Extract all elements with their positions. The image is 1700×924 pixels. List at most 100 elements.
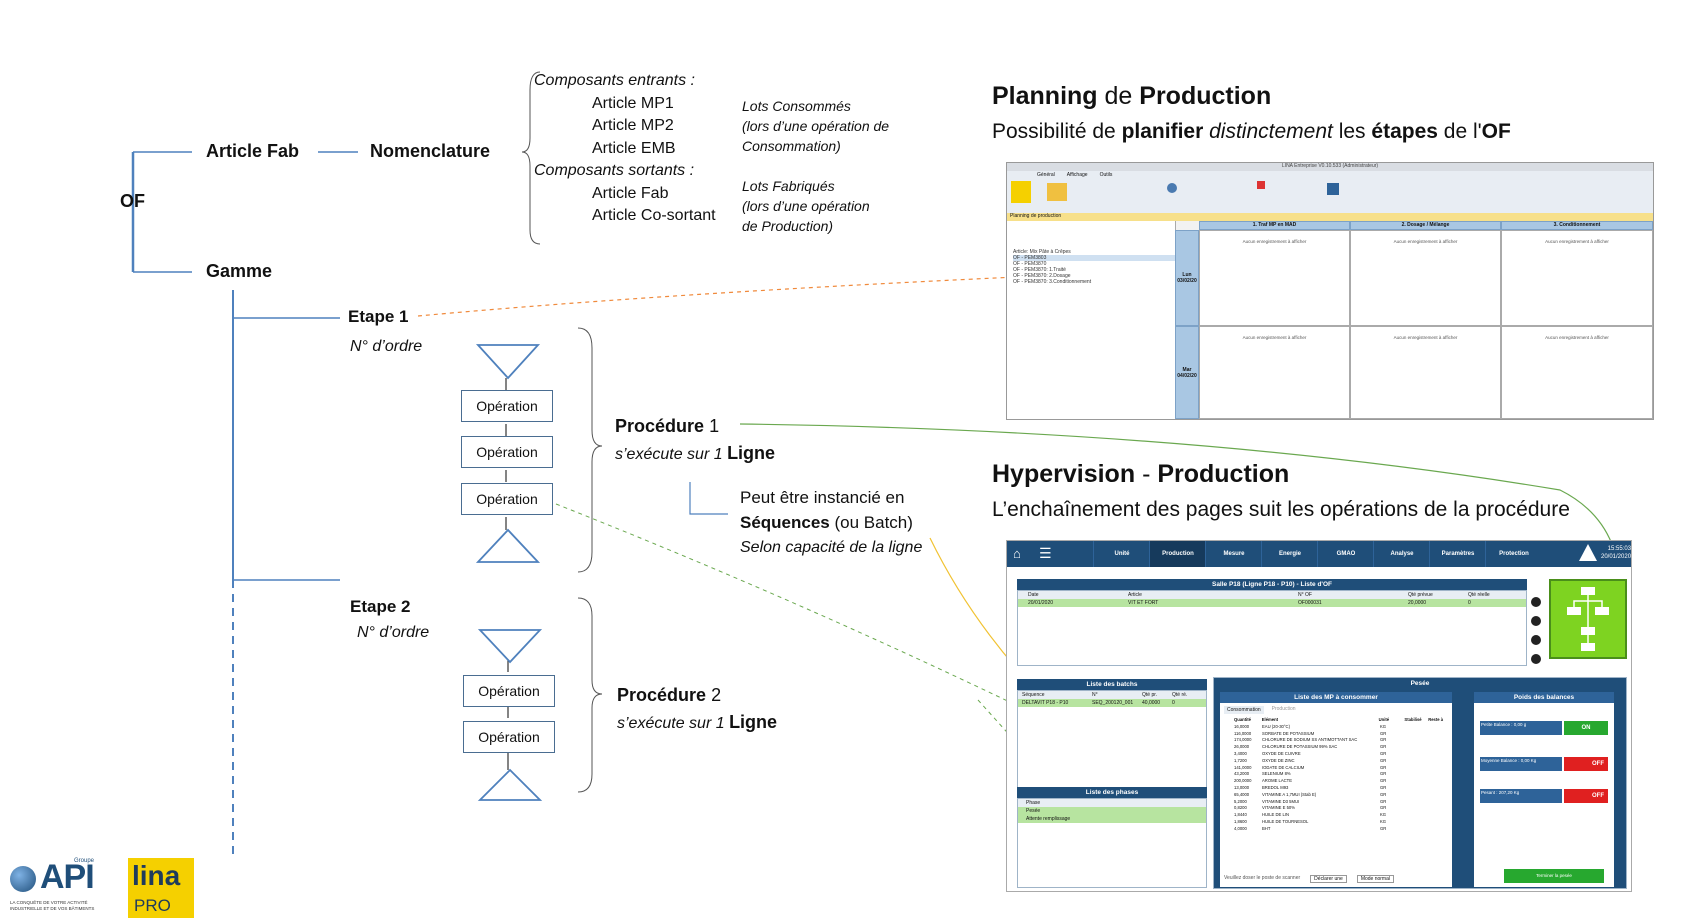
- planning-tree-row[interactable]: Article: Mix Pâte à Crêpes: [1013, 249, 1071, 255]
- planning-title-mid: de: [1104, 82, 1133, 110]
- sequences-bold: Séquences: [740, 513, 830, 532]
- balance-petite-toggle[interactable]: ON: [1564, 721, 1608, 735]
- mp-cell-quantite: 116,0000: [1234, 730, 1252, 736]
- nav-tab-analyse[interactable]: Analyse: [1373, 541, 1430, 567]
- mp-cell-quantite: 65,4000: [1234, 791, 1250, 797]
- batch-header-sequence: Séquence: [1022, 692, 1045, 698]
- batch-cell-qte-pr: 40,0000: [1142, 700, 1161, 706]
- tab-production[interactable]: Production: [1271, 706, 1296, 712]
- planning-tree-row[interactable]: OF - PEM3803: [1013, 255, 1175, 261]
- planning-tab-affichage[interactable]: Affichage: [1066, 172, 1088, 178]
- planning-cell[interactable]: Aucun enregistrement à afficher: [1199, 326, 1350, 419]
- flowchart-icon: [1567, 587, 1609, 651]
- of-cell-qte-prevue: 20,0000: [1408, 600, 1427, 606]
- composant-entrant-3: Article EMB: [592, 140, 676, 157]
- table-row[interactable]: DELTAVIT P18 - P10 SEQ_200120_001 40,000…: [1018, 699, 1206, 707]
- mp-cell-unite: GR: [1380, 798, 1387, 804]
- mp-cell-quantite: 13,0000: [1234, 784, 1250, 790]
- mp-cell-unite: GR: [1380, 737, 1387, 743]
- nav-tab-gmao[interactable]: GMAO: [1317, 541, 1374, 567]
- planning-tree-row[interactable]: OF - PEM3870: 1.Traité: [1013, 267, 1066, 273]
- planning-title: Planning de Production: [992, 82, 1271, 111]
- planning-tab-general[interactable]: Général: [1037, 172, 1055, 178]
- procedure-flow-icon[interactable]: [1549, 579, 1627, 659]
- nav-tab-production[interactable]: Production: [1149, 541, 1206, 567]
- nav-tab-mesure[interactable]: Mesure: [1205, 541, 1262, 567]
- of-cell-date: 20/01/2020: [1028, 600, 1054, 606]
- mp-cell-element: SORBATE DE POTASSIUM: [1262, 730, 1315, 736]
- tab-consommation[interactable]: Consommation: [1224, 706, 1264, 714]
- mp-cell-quantite: 26,0000: [1234, 744, 1250, 750]
- home-icon[interactable]: ⌂: [1013, 546, 1021, 561]
- planning-cell[interactable]: Aucun enregistrement à afficher: [1501, 326, 1653, 419]
- etape1-ordre: N° d’ordre: [350, 338, 423, 355]
- pause-icon[interactable]: [1531, 635, 1541, 645]
- lots-consommes-line2: (lors d’une opération de: [742, 118, 890, 134]
- planning-empty-msg: Aucun enregistrement à afficher: [1545, 335, 1609, 340]
- nav-tab-unite[interactable]: Unité: [1093, 541, 1150, 567]
- procedure1-num: 1: [709, 416, 720, 436]
- planning-tree-row[interactable]: OF - PEM3870: 2.Dosage: [1013, 273, 1071, 279]
- add-icon[interactable]: [1531, 597, 1541, 607]
- hypervision-subtitle: L’enchaînement des pages suit les opérat…: [992, 498, 1570, 521]
- balance-pesant-toggle[interactable]: OFF: [1564, 789, 1608, 803]
- alarm-icon[interactable]: [1579, 544, 1597, 561]
- list-item[interactable]: Attente remplissage: [1018, 815, 1206, 823]
- planning-tree-row[interactable]: OF - PEM3870: 3.Conditionnement: [1013, 279, 1092, 285]
- planning-refresh-icon[interactable]: [1167, 183, 1177, 193]
- etape1-title: Etape 1: [348, 307, 409, 326]
- planning-save-icon[interactable]: [1327, 183, 1339, 195]
- stop-icon[interactable]: [1531, 654, 1541, 664]
- table-row[interactable]: 20/01/2020 VIT ET FORT OF000031 20,0000 …: [1018, 599, 1526, 607]
- batch-header-qte-pr: Qté pr.: [1142, 692, 1158, 698]
- planning-col-3: 3. Conditionnement: [1501, 221, 1653, 230]
- mp-cell-quantite: 200,0000: [1234, 778, 1252, 784]
- batch-cell-num: SEQ_200120_001: [1092, 700, 1134, 706]
- clock-date: 20/01/2020: [1601, 554, 1632, 560]
- play-icon[interactable]: [1531, 616, 1541, 626]
- nav-tab-energie[interactable]: Energie: [1261, 541, 1318, 567]
- balances-title: Poids des balances: [1474, 692, 1614, 703]
- terminate-button[interactable]: Terminer la pesée: [1504, 869, 1604, 883]
- planning-cell[interactable]: Aucun enregistrement à afficher: [1350, 230, 1501, 326]
- balance-moyenne-toggle[interactable]: OFF: [1564, 757, 1608, 771]
- nav-tab-protection[interactable]: Protection: [1485, 541, 1542, 567]
- planning-cell[interactable]: Aucun enregistrement à afficher: [1199, 230, 1350, 326]
- mp-cell-quantite: 174,0000: [1234, 737, 1252, 743]
- mode-normal-button[interactable]: Mode normal: [1356, 875, 1394, 883]
- declare-button[interactable]: Déclarer une: [1310, 875, 1347, 883]
- mp-cell-element: HUILE DE LIN: [1262, 812, 1289, 818]
- planning-tab-outils[interactable]: Outils: [1099, 172, 1113, 178]
- planning-cell[interactable]: Aucun enregistrement à afficher: [1350, 326, 1501, 419]
- planning-tool-icon[interactable]: [1047, 183, 1067, 201]
- planning-tree-row[interactable]: OF - PEM3870: [1013, 261, 1047, 267]
- planning-day-2: Mar 04/02/20: [1175, 326, 1199, 419]
- composant-entrant-2: Article MP2: [592, 117, 674, 134]
- mp-cell-unite: GR: [1380, 784, 1387, 790]
- planning-tree-rows: Article: Mix Pâte à Crêpes OF - PEM3803 …: [1007, 221, 1175, 285]
- mp-cell-unite: GR: [1380, 757, 1387, 763]
- planning-cell[interactable]: Aucun enregistrement à afficher: [1501, 230, 1653, 326]
- mp-cell-element: CHLORURE DE POTASSIUM 99% SAC: [1262, 744, 1338, 750]
- mp-list-title: Liste des MP à consommer: [1220, 692, 1452, 703]
- menu-icon[interactable]: ☰: [1039, 545, 1052, 561]
- nav-tab-parametres[interactable]: Paramètres: [1429, 541, 1486, 567]
- planning-delete-icon[interactable]: [1257, 181, 1265, 189]
- list-item[interactable]: Pesée: [1018, 807, 1206, 815]
